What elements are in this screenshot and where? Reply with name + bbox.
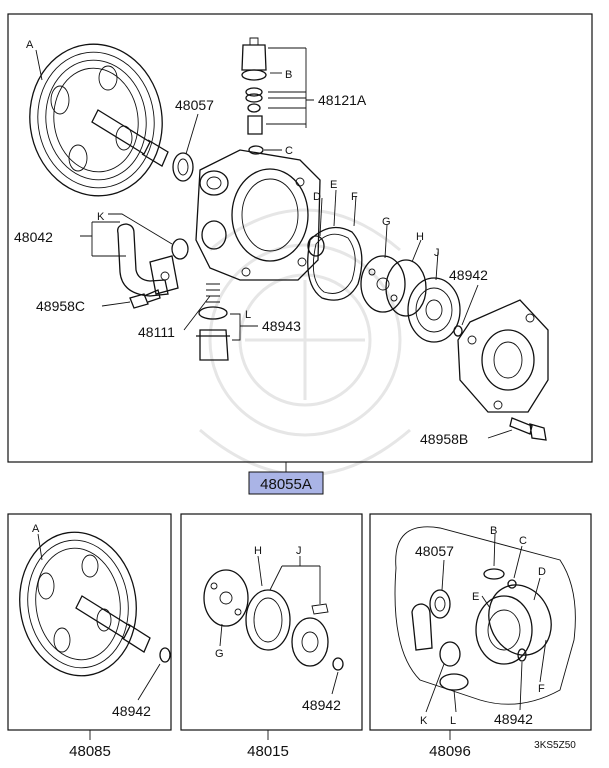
sub1-callout-48942: 48942: [112, 703, 151, 719]
subassembly-48085-frame: [7, 513, 172, 731]
callout-e: E: [330, 179, 337, 191]
o-ring-48942-sub3: [517, 648, 527, 662]
sub1-part-number: 48085: [69, 743, 111, 760]
main-leader-lines: [35, 47, 513, 439]
sub3-callout-c: C: [519, 535, 527, 547]
callout-48958c: 48958C: [36, 298, 85, 314]
sub3-callout-48057: 48057: [415, 543, 454, 559]
callout-48042: 48042: [14, 229, 53, 245]
flow-control-valve-48121a: [241, 37, 267, 155]
drawing-code: 3KS5Z50: [534, 740, 576, 751]
gasket-e-f: [307, 226, 363, 301]
rotor-j: [407, 277, 461, 343]
bolt-48958b: [509, 417, 547, 441]
pressure-plate-g: [360, 255, 406, 313]
o-ring-k-sub3: [439, 641, 461, 667]
part-number-highlight: [248, 471, 324, 495]
main-part-number-tag[interactable]: 48055A: [248, 471, 324, 495]
sub3-callout-e: E: [472, 591, 479, 603]
sub3-callout-d: D: [538, 566, 546, 578]
pump-body: [195, 149, 321, 281]
o-ring-k: [171, 238, 189, 260]
sub3-callout-l: L: [450, 715, 456, 727]
sub3-part-number: 48096: [429, 743, 471, 760]
o-ring-l: [198, 306, 228, 320]
callout-48057: 48057: [175, 97, 214, 113]
fitting-48111: [196, 329, 230, 361]
sub3-callout-k: K: [420, 715, 428, 727]
spring: [206, 283, 220, 303]
sub2-part-number: 48015: [247, 743, 289, 760]
o-ring-48942: [453, 325, 463, 337]
callout-a: A: [26, 39, 34, 51]
seal-kit-outline: [394, 526, 576, 705]
sub2-callout-g: G: [215, 648, 224, 660]
o-ring-d: [307, 235, 325, 257]
o-ring-c-sub3: [507, 579, 517, 589]
rotor-j-sub: [291, 603, 329, 667]
sub3-callout-f: F: [538, 683, 545, 695]
callout-48111: 48111: [138, 324, 175, 340]
sub2-callout-48942: 48942: [302, 697, 341, 713]
callout-b: B: [285, 69, 292, 81]
o-ring-48942-sub1: [159, 647, 171, 663]
callout-h: H: [416, 231, 424, 243]
pressure-plate-g-sub: [203, 569, 249, 627]
sub2-callout-h: H: [254, 545, 262, 557]
pulley-a-sub: [19, 531, 151, 677]
callout-j: J: [434, 247, 440, 259]
watermark-emblem: [199, 208, 411, 477]
oil-seal-48057-sub3: [429, 589, 451, 619]
o-ring-48942-sub2: [332, 657, 344, 671]
sub2-callout-j: J: [296, 545, 302, 557]
callout-48942: 48942: [449, 267, 488, 283]
callout-48943: 48943: [262, 318, 301, 334]
callout-d: D: [313, 191, 321, 203]
callout-48121a: 48121A: [318, 92, 367, 108]
sub1-callout-a: A: [32, 523, 40, 535]
o-ring-l-sub3: [439, 673, 469, 691]
subassembly-48015-frame: [180, 513, 363, 731]
rear-cover: [457, 299, 549, 413]
callout-g: G: [382, 216, 391, 228]
main-assembly-frame: [7, 13, 593, 463]
o-ring-b-sub3: [483, 568, 505, 580]
bolt-48958c: [129, 289, 161, 309]
gasket-d-sub3: [488, 584, 552, 656]
main-callouts: A 48057 B 48121A C E D F G H J 48942 K 4…: [14, 39, 488, 447]
oil-seal-48057: [172, 152, 194, 182]
cam-ring-h-sub: [245, 589, 291, 651]
callout-c: C: [285, 145, 293, 157]
callout-l: L: [245, 309, 251, 321]
callout-f: F: [351, 191, 358, 203]
subassembly-48096-frame: [369, 513, 592, 731]
suction-connector-48042: [117, 223, 179, 297]
callout-k: K: [97, 211, 105, 223]
sub3-callout-b: B: [490, 525, 497, 537]
cam-ring-h: [385, 259, 427, 317]
callout-48958b: 48958B: [420, 431, 468, 447]
main-part-number: 48055A: [260, 476, 312, 493]
pulley-a: [29, 43, 169, 197]
sub3-callout-48942: 48942: [494, 711, 533, 727]
